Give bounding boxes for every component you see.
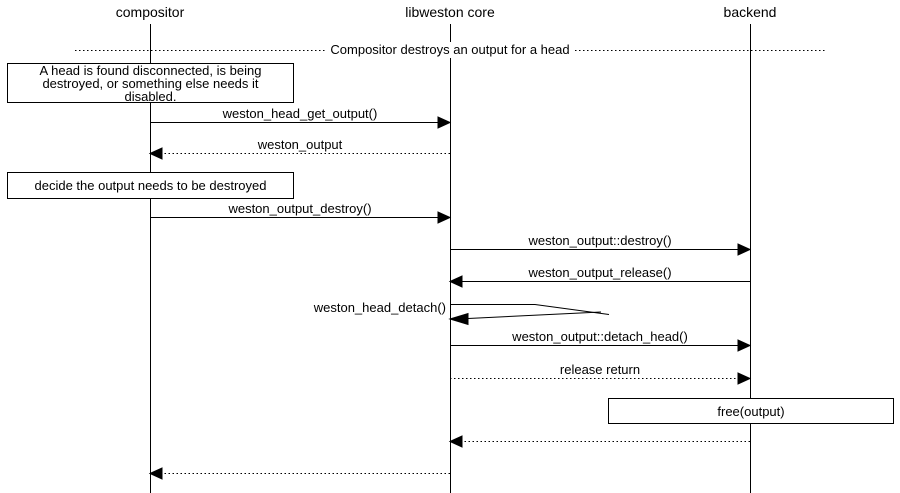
arrow-weston-output-release [448,275,750,288]
arrow-weston-output-vfunc-destroy [450,243,752,256]
arrowhead-right-icon [437,211,452,224]
message-label-weston-output: weston_output [257,137,343,152]
message-label-weston-output-release: weston_output_release() [528,265,672,280]
arrowhead-left-icon [448,312,469,326]
note-free-output: free(output) [608,398,894,424]
message-label-weston-head-get-output: weston_head_get_output() [222,106,378,121]
arrowhead-right-icon [737,339,752,352]
message-arrows [148,116,752,480]
arrow-weston-output-detach-head [450,339,752,352]
actor-compositor: compositor [115,4,185,20]
arrowhead-left-icon [148,467,163,480]
arrow-weston-output-destroy [150,211,452,224]
message-label-weston-output-detach-head: weston_output::detach_head() [512,329,688,344]
arrow-unlabeled-return-libweston [148,467,450,480]
arrowhead-right-icon [437,116,452,129]
arrowhead-left-icon [148,147,163,160]
arrowhead-right-icon [737,372,752,385]
message-label-release-return: release return [559,362,641,377]
note-decide-destroy: decide the output needs to be destroyed [7,172,294,199]
actor-backend: backend [723,4,777,20]
arrowhead-left-icon [448,275,463,288]
message-label-weston-output-destroy: weston_output_destroy() [228,201,372,216]
actor-libweston-core: libweston core [405,4,495,20]
arrow-release-return [450,372,752,385]
note-head-disconnected: A head is found disconnected, is being d… [7,63,294,103]
arrowhead-left-icon [448,435,463,448]
arrow-unlabeled-return-backend [448,435,750,448]
arrow-weston-output-return [148,147,450,160]
diagram-title: Compositor destroys an output for a head [326,42,574,58]
arrow-weston-head-get-output [150,116,452,129]
message-label-weston-output-vfunc-destroy: weston_output::destroy() [528,233,672,248]
arrowhead-right-icon [737,243,752,256]
arrow-weston-head-detach-self-loop [448,304,610,326]
message-label-weston-head-detach: weston_head_detach() [313,300,446,315]
